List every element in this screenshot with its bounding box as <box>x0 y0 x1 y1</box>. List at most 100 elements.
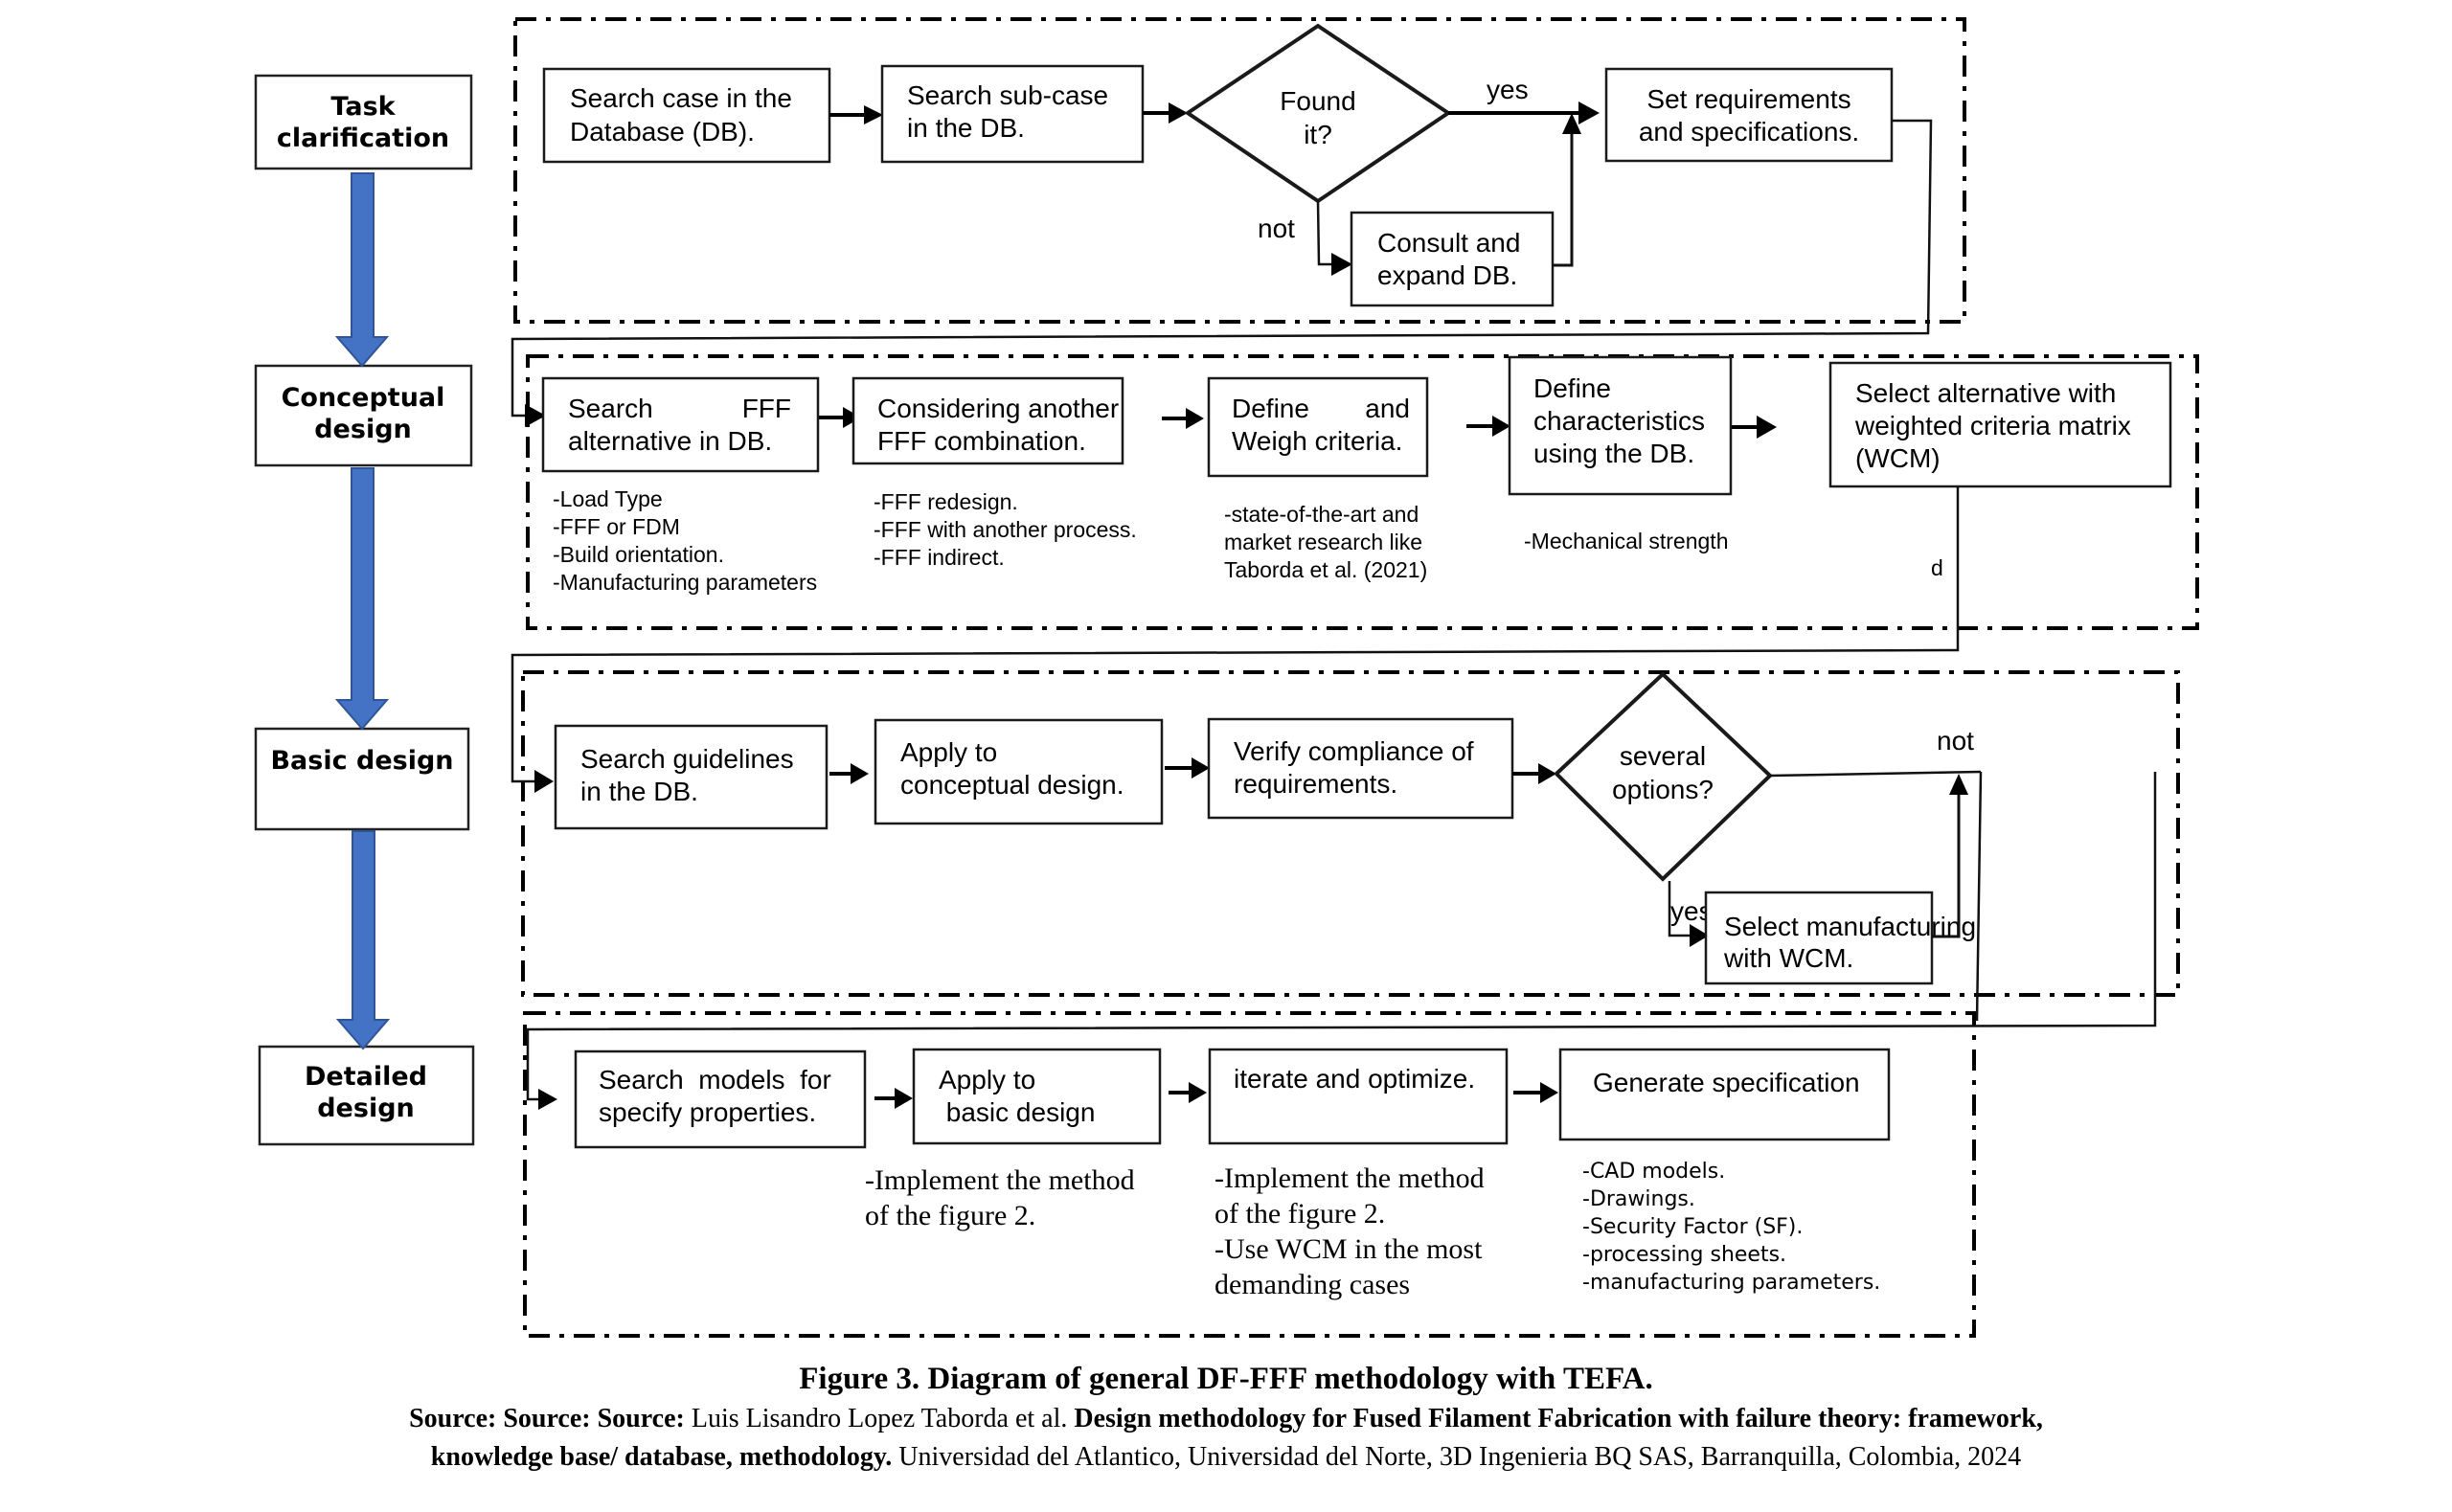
verify-compliance-line1: Verify compliance of <box>1234 736 1474 766</box>
not-connector <box>1316 200 1336 266</box>
arrow-head-icon <box>1186 408 1204 429</box>
considering-box <box>851 376 1124 465</box>
apply-basic-box <box>912 1048 1162 1145</box>
several-options-line1: several <box>1620 741 1706 771</box>
search-fff-word1: Search <box>568 394 653 423</box>
section1-to-section2-connector <box>511 119 1933 417</box>
considering-line1: Considering another <box>877 394 1119 423</box>
define-weigh-box <box>1207 376 1429 478</box>
arrow-head-icon <box>1949 774 1968 795</box>
arrow-head-icon <box>864 105 883 124</box>
arrow-head-icon <box>1578 102 1600 124</box>
source-authors: Luis Lisandro Lopez Taborda et al. <box>691 1404 1068 1433</box>
source-prefix: Source: Source: Source: <box>409 1404 685 1433</box>
apply-conceptual-line1: Apply to <box>900 737 997 767</box>
stage-task-line2: clarification <box>277 124 449 153</box>
apply-basic-note-1: -Implement the method <box>865 1164 1135 1196</box>
considering-note-2: -FFF with another process. <box>874 517 1137 542</box>
select-alternative-line2: weighted criteria matrix <box>1854 411 2131 440</box>
stage-detailed-line2: design <box>317 1094 415 1123</box>
arrow-head-icon <box>1169 102 1188 124</box>
verify-compliance-line2: requirements. <box>1234 769 1397 799</box>
several-options-line2: options? <box>1612 775 1714 804</box>
considering-note-1: -FFF redesign. <box>874 489 1018 514</box>
set-requirements-line2: and specifications. <box>1639 117 1859 147</box>
section2-to-section3-connector <box>511 486 1960 783</box>
arrow-head-icon <box>851 763 869 784</box>
apply-basic-line1: Apply to <box>939 1065 1035 1095</box>
section3-to-section4-connector <box>526 772 2157 1101</box>
select-alternative-line1: Select alternative with <box>1855 378 2116 408</box>
stage-arrow-2-icon <box>334 467 390 731</box>
search-guidelines-line1: Search guidelines <box>580 744 794 774</box>
stage-conceptual-line1: Conceptual <box>282 383 445 413</box>
arrow-head-icon <box>538 1089 557 1110</box>
generate-spec-line1: Generate specification <box>1593 1068 1860 1097</box>
stage-task-clarification-box <box>254 74 473 170</box>
define-characteristics-line3: using the DB. <box>1533 439 1694 468</box>
arrow-head-icon <box>1562 113 1581 134</box>
search-models-line1: Search models for <box>599 1065 831 1095</box>
define-weigh-line2: Weigh criteria. <box>1232 426 1402 456</box>
set-requirements-box <box>1604 67 1894 163</box>
search-fff-note-1: -Load Type <box>553 486 663 511</box>
arrow-head-icon <box>1538 763 1556 784</box>
yes-connector <box>1668 881 1693 937</box>
define-characteristics-box <box>1508 355 1733 496</box>
figure-caption-title: Figure 3. Diagram of general DF-FFF meth… <box>799 1362 1653 1396</box>
source-work-title-1: Design methodology for Fused Filament Fa… <box>1074 1404 2043 1433</box>
arrow-head-icon <box>1540 1082 1558 1103</box>
define-characteristics-note-1: -Mechanical strength <box>1524 529 1729 553</box>
section-detailed-design-frame <box>523 1011 1976 1338</box>
consult-expand-line1: Consult and <box>1377 228 1520 258</box>
yes-label: yes <box>1487 75 1529 104</box>
stage-detailed-line1: Detailed <box>305 1062 427 1092</box>
apply-conceptual-line2: conceptual design. <box>900 770 1124 800</box>
found-it-line1: Found <box>1280 86 1355 116</box>
consult-return-connector <box>1553 132 1574 267</box>
arrow-head-icon <box>1192 757 1210 779</box>
not-label: not <box>1258 214 1295 243</box>
arrow-head-icon <box>843 407 861 428</box>
iterate-note-4: demanding cases <box>1215 1269 1410 1300</box>
search-fff-word2: FFF <box>742 394 791 423</box>
select-manufacturing-return-connector <box>1932 793 1961 938</box>
stage-arrow-3-icon <box>335 830 391 1050</box>
figure-caption-source: Source: Source: Source: Luis Lisandro Lo… <box>0 1400 2452 1477</box>
select-alternative-line3: (WCM) <box>1855 443 1941 473</box>
select-alternative-box <box>1828 361 2172 488</box>
section-task-clarification: Search case in the Database (DB). Search… <box>511 23 1933 417</box>
section-basic-design: Search guidelines in the DB. Apply to co… <box>526 671 2157 1101</box>
iterate-box <box>1208 1048 1509 1145</box>
generate-spec-note-2: -Drawings. <box>1582 1187 1695 1211</box>
iterate-line1: iterate and optimize. <box>1234 1064 1475 1094</box>
found-it-line2: it? <box>1304 120 1332 149</box>
search-models-box <box>574 1049 867 1149</box>
search-models-line2: specify properties. <box>599 1097 816 1127</box>
section-conceptual-design: Search FFF alternative in DB. -Load Type… <box>511 355 2172 783</box>
not-connector <box>1769 770 1982 778</box>
search-subcase-line1: Search sub-case <box>907 80 1108 110</box>
arrow-head-icon <box>525 404 546 427</box>
generate-spec-note-3: -Security Factor (SF). <box>1582 1215 1803 1239</box>
generate-spec-note-5: -manufacturing parameters. <box>1582 1271 1880 1295</box>
define-weigh-note-1: -state-of-the-art and <box>1224 502 1419 527</box>
search-fff-line2: alternative in DB. <box>568 426 772 456</box>
stage-column: Task clarification Conceptual design Bas… <box>254 74 475 1146</box>
basic-not-label: not <box>1937 726 1974 756</box>
arrow-head-icon <box>1492 416 1510 437</box>
search-fff-note-3: -Build orientation. <box>553 542 724 567</box>
set-requirements-line1: Set requirements <box>1646 84 1850 114</box>
arrow-head-icon <box>895 1088 913 1109</box>
search-guidelines-line2: in the DB. <box>580 777 698 806</box>
search-subcase-box <box>880 64 1145 164</box>
arrow-head-icon <box>1331 253 1352 276</box>
consult-expand-box <box>1350 211 1555 307</box>
stray-glyph: d <box>1931 555 1943 580</box>
arrow-head-icon <box>1757 416 1777 439</box>
define-weigh-note-2: market research like <box>1224 530 1422 554</box>
search-fff-note-4: -Manufacturing parameters <box>553 570 817 595</box>
generate-spec-note-4: -processing sheets. <box>1582 1243 1786 1267</box>
iterate-note-2: of the figure 2. <box>1215 1198 1385 1230</box>
define-weigh-word1: Define <box>1232 394 1309 423</box>
